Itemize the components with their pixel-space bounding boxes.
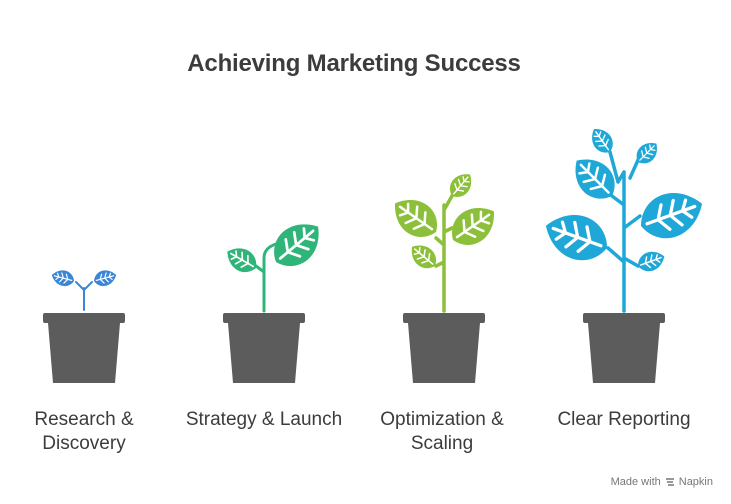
napkin-logo-icon bbox=[665, 478, 674, 486]
stage-3-label: Optimization & Scaling bbox=[380, 409, 504, 454]
stage-3-pot bbox=[403, 313, 485, 383]
stage-4-plant bbox=[538, 123, 710, 383]
credit-brand: Napkin bbox=[678, 476, 713, 488]
leaf-icon bbox=[443, 197, 504, 254]
stage-1-pot bbox=[43, 313, 125, 383]
leaf-icon bbox=[538, 205, 615, 269]
leaf-icon bbox=[91, 267, 119, 289]
leaf-icon bbox=[634, 247, 668, 275]
leaf-icon bbox=[49, 267, 77, 289]
leaf-icon bbox=[221, 241, 262, 278]
stage-2-pot bbox=[223, 313, 305, 383]
stage-1-label: Research & Discovery bbox=[34, 409, 134, 454]
credit-prefix: Made with bbox=[610, 476, 661, 488]
stage-4-label: Clear Reporting bbox=[557, 409, 691, 430]
stage-1-plant bbox=[43, 267, 125, 383]
leaf-icon bbox=[405, 238, 442, 274]
leaf-icon bbox=[586, 123, 618, 158]
stage-2-label: Strategy & Launch bbox=[185, 409, 343, 430]
napkin-credit[interactable]: Made with Napkin bbox=[611, 476, 713, 488]
stage-1-sprout bbox=[49, 267, 119, 311]
stage-4-pot bbox=[583, 313, 665, 383]
stage-3-plant bbox=[385, 168, 504, 383]
leaf-icon bbox=[633, 183, 710, 247]
diagram-title: Achieving Marketing Success bbox=[187, 50, 521, 77]
stage-2-plant bbox=[221, 212, 331, 383]
